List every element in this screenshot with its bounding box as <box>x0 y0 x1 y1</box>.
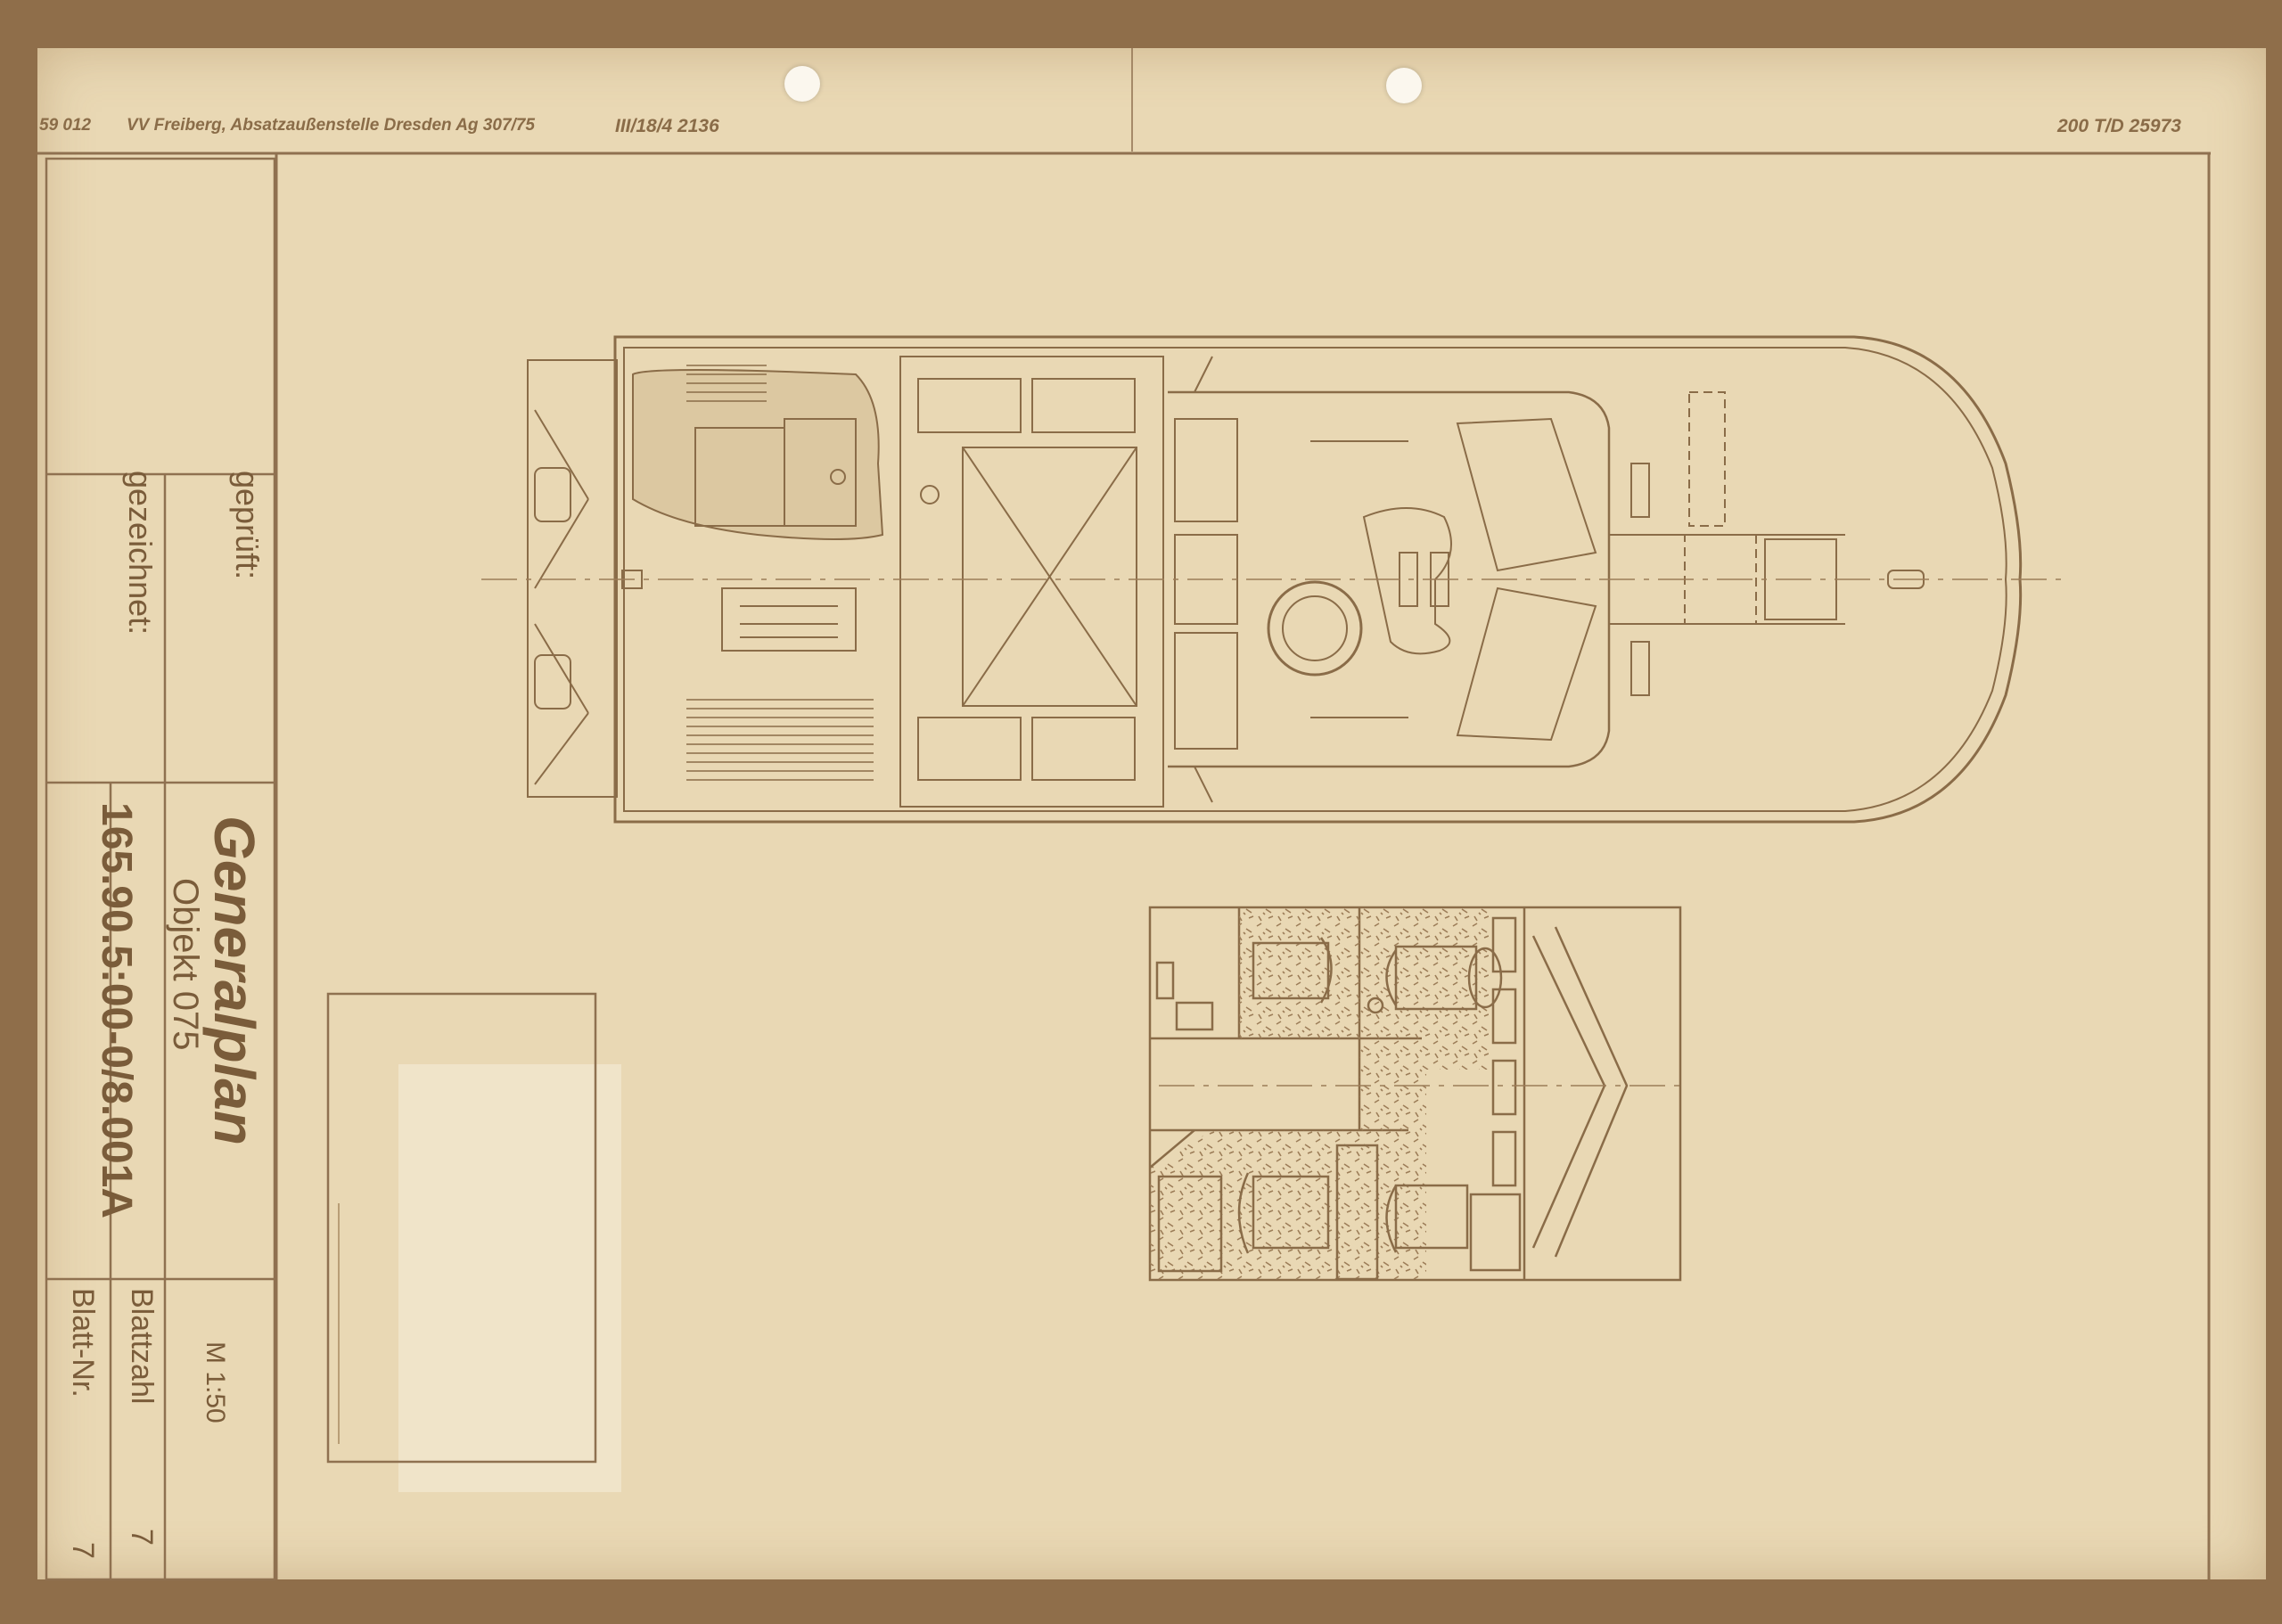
header-ref: III/18/4 2136 <box>615 116 719 136</box>
value-blatt-nr: 7 <box>66 1542 100 1559</box>
title-block-frame <box>45 157 276 1581</box>
section-view <box>1148 906 1682 1282</box>
punch-hole-left <box>784 66 820 102</box>
stamp-frame <box>326 992 597 1464</box>
value-blattzahl: 7 <box>125 1529 159 1546</box>
drawing-number: 165.90.5:00-0/8.001A <box>93 802 140 1219</box>
drawing-title: Generalplan <box>202 816 267 1145</box>
scale: M 1:50 <box>201 1341 230 1423</box>
label-blatt-nr: Blatt-Nr. <box>66 1288 100 1398</box>
drawing-subtitle: Objekt 075 <box>166 878 205 1051</box>
sheet-frame <box>37 48 2211 1579</box>
label-geprueft: geprüft: <box>229 471 266 580</box>
header-issuer: VV Freiberg, Absatzaußenstelle Dresden A… <box>127 116 535 135</box>
header-left-code: 59 012 <box>39 116 92 135</box>
header-right-code: 200 T/D 25973 <box>2057 116 2181 136</box>
punch-hole-right <box>1386 68 1422 103</box>
label-sticker-area <box>398 1064 621 1492</box>
label-gezeichnet: gezeichnet: <box>122 471 159 636</box>
label-blattzahl: Blattzahl <box>125 1288 159 1405</box>
